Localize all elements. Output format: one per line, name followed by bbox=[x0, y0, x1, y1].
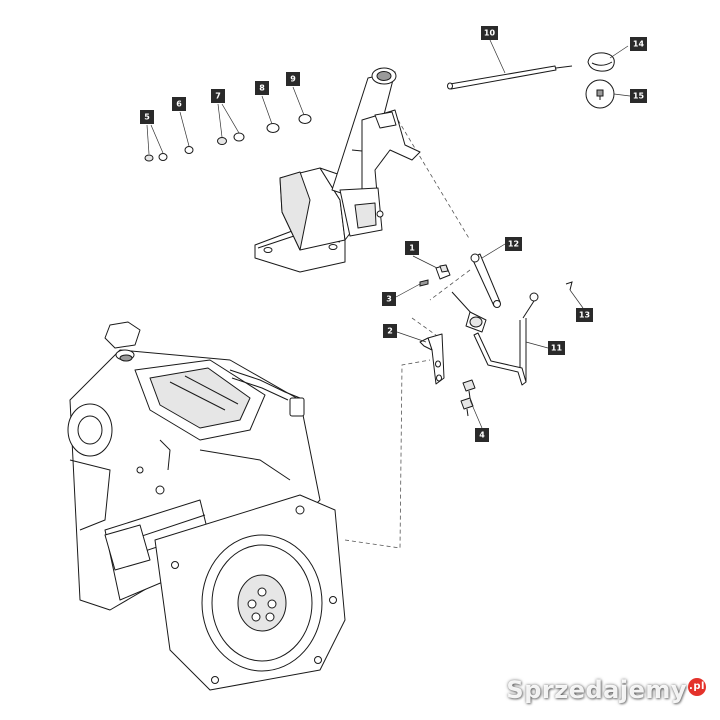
watermark-logo: Sprzedajemy.pl bbox=[506, 676, 706, 704]
svg-text:10: 10 bbox=[484, 29, 496, 38]
svg-text:12: 12 bbox=[508, 240, 519, 249]
svg-text:15: 15 bbox=[633, 92, 645, 101]
callout-15: 15 bbox=[630, 89, 647, 103]
rod bbox=[447, 39, 573, 90]
callout-14: 14 bbox=[630, 37, 647, 51]
washer-stack bbox=[144, 114, 312, 162]
svg-text:4: 4 bbox=[479, 431, 485, 440]
washer-leaders bbox=[146, 86, 305, 155]
svg-text:11: 11 bbox=[551, 344, 563, 353]
bolts bbox=[460, 379, 483, 429]
bent-rod bbox=[473, 292, 549, 386]
svg-text:1: 1 bbox=[409, 244, 415, 253]
svg-text:14: 14 bbox=[633, 40, 645, 49]
callout-6: 6 bbox=[172, 97, 186, 111]
cable-assembly bbox=[451, 291, 487, 333]
callout-5: 5 bbox=[140, 110, 154, 124]
callout-9: 9 bbox=[286, 72, 300, 86]
callout-13: 13 bbox=[576, 308, 593, 322]
svg-text:8: 8 bbox=[259, 84, 265, 93]
svg-text:3: 3 bbox=[386, 295, 392, 304]
watermark-suffix: .pl bbox=[688, 678, 706, 696]
callout-8: 8 bbox=[255, 81, 269, 95]
knob bbox=[587, 45, 629, 72]
column-bracket-assembly bbox=[254, 67, 421, 273]
clip-and-pin bbox=[395, 255, 451, 298]
lever bbox=[470, 243, 506, 308]
svg-text:7: 7 bbox=[215, 92, 221, 101]
svg-text:13: 13 bbox=[579, 311, 590, 320]
screw-detail bbox=[585, 79, 631, 109]
callout-11: 11 bbox=[548, 341, 565, 355]
callout-3: 3 bbox=[382, 292, 396, 306]
mount-bracket bbox=[396, 331, 445, 385]
callout-1: 1 bbox=[405, 241, 419, 255]
callout-7: 7 bbox=[211, 89, 225, 103]
svg-text:9: 9 bbox=[290, 75, 296, 84]
callout-4: 4 bbox=[475, 428, 489, 442]
watermark-text: Sprzedajemy bbox=[506, 676, 687, 704]
callouts: 1 2 3 4 5 6 7 8 9 10 11 bbox=[140, 26, 647, 442]
guide-lines bbox=[344, 119, 471, 549]
spring-pin bbox=[565, 281, 584, 309]
callout-10: 10 bbox=[481, 26, 498, 40]
svg-text:5: 5 bbox=[144, 113, 150, 122]
callout-2: 2 bbox=[383, 324, 397, 338]
engine bbox=[67, 321, 346, 691]
svg-text:6: 6 bbox=[176, 100, 182, 109]
svg-text:2: 2 bbox=[387, 327, 393, 336]
callout-12: 12 bbox=[505, 237, 522, 251]
